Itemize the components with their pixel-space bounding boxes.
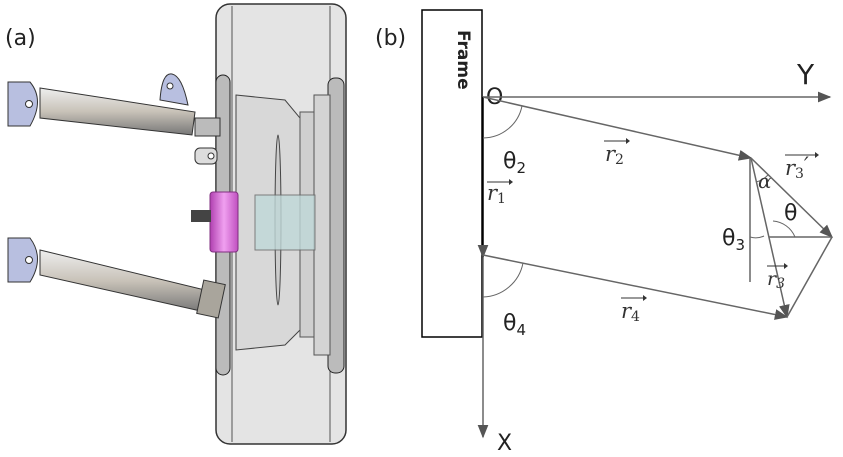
hub-pink — [209, 191, 239, 253]
lower-control-arm — [39, 249, 206, 313]
upper-control-arm — [39, 87, 196, 136]
r1-label: r1 — [487, 179, 513, 207]
x-axis-label: X — [497, 431, 512, 456]
wheel-assembly-drawing: (a) — [5, 3, 347, 445]
theta4-label: θ4 — [503, 311, 526, 339]
svg-text:r3: r3 — [767, 268, 785, 292]
upper-bracket — [159, 73, 189, 106]
lower-mount — [7, 237, 38, 283]
svg-text:r1: r1 — [487, 181, 506, 207]
theta-arc — [772, 220, 796, 238]
panel-b-label: (b) — [375, 26, 406, 51]
theta2-arc — [482, 105, 523, 139]
svg-text:r2: r2 — [605, 142, 624, 168]
r3-prime-label: r3′ — [785, 152, 819, 182]
y-axis-label: Y — [796, 58, 815, 91]
frame-box — [421, 9, 483, 338]
frame-label: Frame — [453, 30, 473, 90]
theta2-label: θ2 — [503, 149, 526, 177]
panel-a-label: (a) — [5, 26, 36, 51]
r4-label: r4 — [621, 295, 647, 325]
r2-vector — [482, 96, 753, 161]
theta3-arc — [749, 235, 765, 239]
alpha-arc — [755, 174, 769, 183]
r4-vector — [482, 254, 789, 320]
kinematic-diagram: (b) Frame O Y X θ2 θ4 θ3 θ α r1 — [375, 9, 833, 456]
theta4-arc — [482, 262, 524, 298]
r3-prime-vector — [750, 157, 833, 238]
link-cd — [786, 236, 833, 318]
alpha-label: α — [758, 169, 772, 193]
r3-label: r3 — [767, 263, 788, 292]
theta3-label: θ3 — [722, 226, 745, 254]
r2-label: r2 — [604, 138, 630, 168]
svg-text:r3′: r3′ — [785, 153, 809, 182]
theta-label: θ — [784, 201, 797, 226]
svg-text:r4: r4 — [621, 299, 640, 325]
upper-mount — [7, 81, 38, 127]
